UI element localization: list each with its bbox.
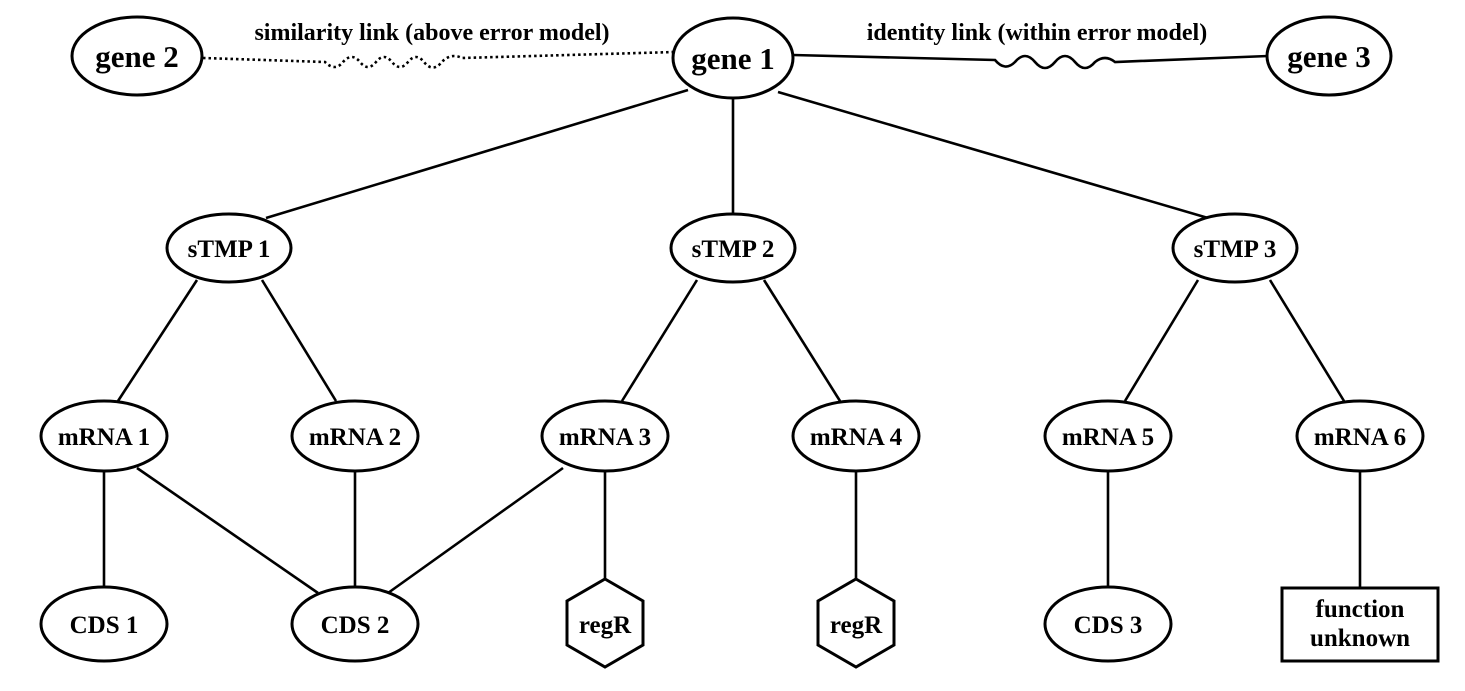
node-cds3-label: CDS 3 [1074,612,1143,639]
edge-gene1-stmp3 [777,90,1209,220]
edge-stmp3-mrna5 [1123,279,1200,402]
node-mrna1-label: mRNA 1 [58,424,150,451]
node-regr-a-label: regR [579,612,632,639]
node-gene3-label: gene 3 [1287,39,1371,74]
node-mrna4-label: mRNA 4 [810,424,903,451]
node-stmp2-label: sTMP 2 [692,236,775,263]
similarity-link-edge [202,50,676,69]
node-mrna2-label: mRNA 2 [309,424,401,451]
similarity-link-label: similarity link (above error model) [254,20,609,46]
node-regr-b-label: regR [830,612,883,639]
edge-mrna3-cds2 [387,466,564,595]
node-stmp2[interactable]: sTMP 2 [669,212,797,284]
node-mrna5[interactable]: mRNA 5 [1043,399,1173,473]
edge-stmp3-mrna6 [1268,279,1346,402]
edge-gene1-stmp1 [265,88,689,220]
node-mrna6[interactable]: mRNA 6 [1295,399,1425,473]
node-cds3[interactable]: CDS 3 [1043,585,1173,663]
node-mrna3[interactable]: mRNA 3 [540,399,670,473]
node-regr-a[interactable]: regR [565,577,645,669]
node-stmp1-label: sTMP 1 [188,236,271,263]
identity-link-edge [792,53,1269,70]
node-gene2-label: gene 2 [95,39,179,74]
edge-stmp1-mrna1 [116,279,199,402]
node-regr-b[interactable]: regR [816,577,896,669]
node-stmp1[interactable]: sTMP 1 [165,212,293,284]
edge-mrna1-cds2 [136,466,319,595]
edge-stmp1-mrna2 [260,279,338,402]
node-mrna3-label: mRNA 3 [559,424,651,451]
identity-link-label: identity link (within error model) [867,20,1207,46]
node-stmp3-label: sTMP 3 [1194,236,1277,263]
node-mrna4[interactable]: mRNA 4 [791,399,921,473]
node-mrna5-label: mRNA 5 [1062,424,1154,451]
node-stmp3[interactable]: sTMP 3 [1171,212,1299,284]
node-mrna2[interactable]: mRNA 2 [290,399,420,473]
node-function-unknown-line1: function [1316,596,1405,623]
node-gene2[interactable]: gene 2 [70,15,204,97]
node-mrna6-label: mRNA 6 [1314,424,1406,451]
edge-stmp2-mrna3 [620,279,699,402]
edge-stmp2-mrna4 [762,279,842,402]
node-mrna1[interactable]: mRNA 1 [39,399,169,473]
node-gene1-label: gene 1 [691,41,775,76]
node-gene3[interactable]: gene 3 [1265,15,1393,97]
node-cds2[interactable]: CDS 2 [290,585,420,663]
node-cds1[interactable]: CDS 1 [39,585,169,663]
node-gene1[interactable]: gene 1 [671,16,795,100]
edges [102,50,1362,595]
node-cds2-label: CDS 2 [321,612,390,639]
node-function-unknown-line2: unknown [1310,625,1410,652]
node-cds1-label: CDS 1 [70,612,139,639]
node-function-unknown[interactable]: function unknown [1280,586,1440,663]
